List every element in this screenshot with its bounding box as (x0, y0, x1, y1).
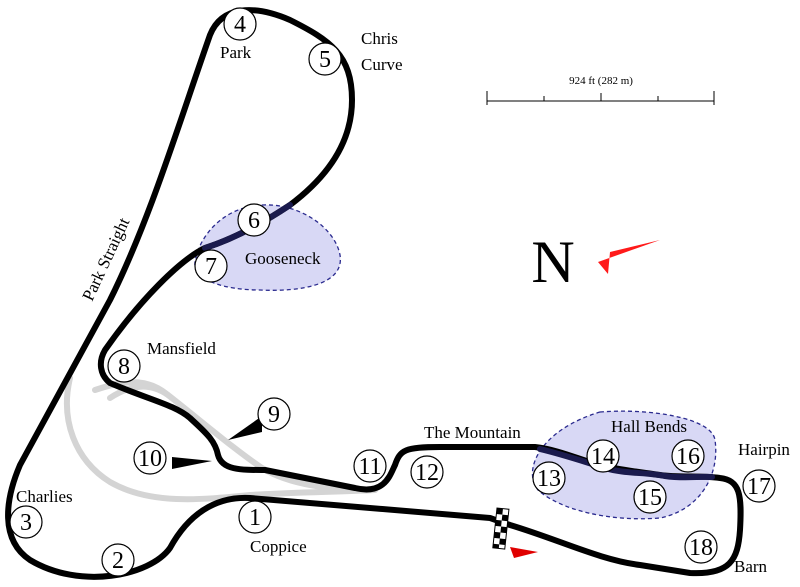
corner-charlies: Charlies (16, 487, 73, 506)
turn-number: 1 (249, 505, 261, 531)
turn-circle (742, 469, 776, 503)
turn-circle (194, 249, 228, 283)
hall-bends-zone (531, 410, 717, 520)
turn-circle (257, 397, 291, 431)
turn-circle (410, 455, 444, 489)
north-label: N (531, 229, 574, 295)
turn-circle (684, 530, 718, 564)
corner-hall-bends: Hall Bends (611, 417, 687, 436)
turn-number: 15 (638, 485, 662, 511)
turn-13-marker-circle: 13 (532, 461, 566, 495)
turn-11-marker-circle: 11 (353, 449, 387, 483)
turn-circle (107, 349, 141, 383)
turn-4-marker-circle: 4 (223, 7, 257, 41)
turn-5-marker-circle: 5 (308, 42, 342, 76)
corner-barn: Barn (734, 557, 768, 576)
turn-number: 2 (112, 548, 124, 574)
turn-circle (9, 505, 43, 539)
turn-circle (238, 500, 272, 534)
corner-hairpin: Hairpin (738, 440, 790, 459)
turn-circle (101, 543, 135, 577)
hall-bends-highlight (537, 446, 715, 481)
old-track-layout (64, 375, 378, 503)
turn-3-marker-circle: 3 (9, 505, 43, 539)
turn-7-marker-circle: 7 (194, 249, 228, 283)
turn-15-marker-circle: 15 (633, 480, 667, 514)
turn-circle (223, 7, 257, 41)
turn-17-marker-circle: 17 (742, 469, 776, 503)
turn-number: 9 (268, 402, 280, 428)
turn-14-marker-circle: 14 (586, 439, 620, 473)
turn-circle (308, 42, 342, 76)
corner-coppice: Coppice (250, 537, 307, 556)
turn-number: 13 (537, 466, 561, 492)
turn-circle (133, 441, 167, 475)
turn-circle (532, 461, 566, 495)
turn-circle (633, 480, 667, 514)
turn-6-marker-circle: 6 (237, 203, 271, 237)
turn-number: 16 (676, 444, 700, 470)
corner-park: Park (220, 43, 252, 62)
corner-chris-1: Chris (361, 29, 398, 48)
turn-number: 7 (205, 254, 217, 280)
turn-10-marker (172, 457, 212, 469)
turn-circle (671, 439, 705, 473)
scale-bar-label: 924 ft (282 m) (569, 75, 633, 87)
turn-number: 5 (319, 47, 331, 73)
corner-gooseneck: Gooseneck (245, 249, 321, 268)
turn-10-marker-circle: 10 (133, 441, 167, 475)
scale-bar (486, 91, 715, 105)
turn-circle (237, 203, 271, 237)
turn-number: 8 (118, 354, 130, 380)
turn-circle (353, 449, 387, 483)
start-finish-line (492, 507, 510, 550)
turn-8-marker-circle: 8 (107, 349, 141, 383)
turn-number: 17 (747, 474, 771, 500)
turn-2-marker-circle: 2 (101, 543, 135, 577)
turn-number: 6 (248, 208, 260, 234)
turn-number: 12 (415, 460, 439, 486)
direction-arrow (510, 547, 538, 558)
north-arrow-icon (598, 240, 660, 274)
gooseneck-zone (194, 204, 341, 291)
turn-9-marker-circle: 9 (257, 397, 291, 431)
turn-number: 4 (234, 12, 246, 38)
corner-the-mountain: The Mountain (424, 423, 521, 442)
turn-1-marker-circle: 1 (238, 500, 272, 534)
corner-park-straight: Park Straight (78, 215, 133, 304)
corner-chris-2: Curve (361, 55, 403, 74)
turn-number: 11 (358, 454, 381, 480)
turn-number: 10 (138, 446, 162, 472)
turn-12-marker-circle: 12 (410, 455, 444, 489)
turn-9-marker (228, 416, 262, 440)
turn-16-marker-circle: 16 (671, 439, 705, 473)
corner-mansfield: Mansfield (147, 339, 216, 358)
turn-number: 14 (591, 444, 615, 470)
turn-number: 3 (20, 510, 32, 536)
turn-number: 18 (689, 535, 713, 561)
turn-18-marker-circle: 18 (684, 530, 718, 564)
turn-circle (586, 439, 620, 473)
